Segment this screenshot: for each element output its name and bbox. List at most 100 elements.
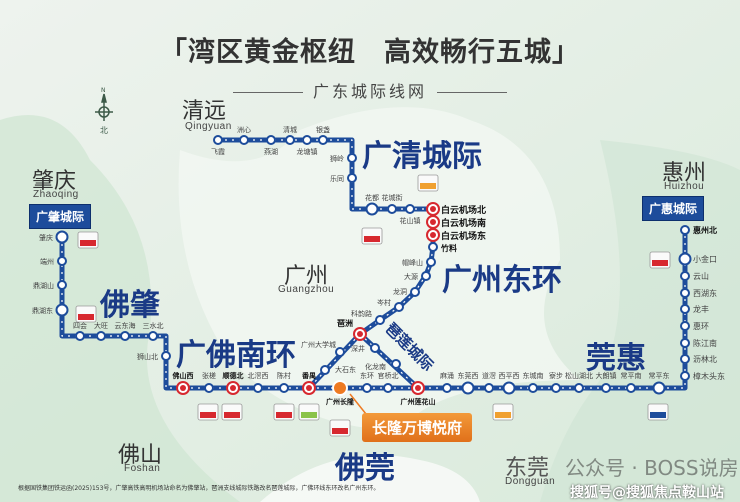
station-marker[interactable]	[680, 321, 690, 331]
station-marker[interactable]	[410, 287, 420, 297]
transfer-info-box	[329, 419, 351, 437]
station-marker[interactable]	[266, 135, 276, 145]
station-marker[interactable]	[626, 383, 636, 393]
city-qingyuan: 清远	[182, 99, 227, 124]
station-marker[interactable]	[96, 331, 106, 341]
station-marker[interactable]	[502, 381, 516, 395]
station-label: 深井	[351, 344, 365, 353]
transfer-info-box	[298, 403, 320, 421]
station-label: 西平西	[499, 372, 520, 380]
station-label: 寮步	[549, 371, 563, 380]
station-marker[interactable]	[365, 202, 379, 216]
station-marker[interactable]	[391, 359, 401, 369]
station-marker[interactable]	[405, 204, 415, 214]
station-label: 麻涌	[440, 371, 454, 380]
station-label: 东莞西	[458, 371, 479, 380]
station-marker[interactable]	[574, 383, 584, 393]
watermark-sohu: 搜狐号@搜狐焦点鞍山站	[570, 485, 724, 501]
station-marker[interactable]	[387, 204, 397, 214]
station-marker[interactable]	[680, 304, 690, 314]
station-label: 清城	[283, 125, 297, 134]
station-label: 鼎湖山	[33, 281, 54, 290]
station-marker[interactable]	[680, 271, 690, 281]
station-marker[interactable]	[680, 288, 690, 298]
station-marker[interactable]	[680, 225, 690, 235]
station-marker[interactable]	[484, 383, 494, 393]
station-label: 四会	[73, 321, 87, 330]
station-label: 狮山北	[137, 352, 158, 361]
station-label: 樟木头东	[693, 371, 725, 381]
interchange-dot	[357, 331, 363, 337]
region-center-light	[178, 107, 581, 430]
station-marker[interactable]	[528, 383, 538, 393]
line-box-guanghui: 广惠城际	[642, 196, 705, 221]
station-label: 花城街	[382, 193, 403, 202]
station-marker[interactable]	[239, 135, 249, 145]
station-marker[interactable]	[678, 252, 692, 266]
station-marker[interactable]	[461, 381, 475, 395]
station-label: 白云机场南	[441, 217, 486, 229]
station-marker[interactable]	[375, 315, 385, 325]
station-label: 官桥北	[378, 371, 399, 380]
station-label: 番禺	[301, 371, 316, 380]
station-marker[interactable]	[383, 383, 393, 393]
station-label: 道滘	[482, 371, 496, 380]
transfer-info-box	[75, 305, 97, 323]
highlight-station-marker[interactable]	[332, 380, 348, 396]
transfer-info-box	[647, 403, 669, 421]
line-name-fozhao: 佛肇	[100, 288, 160, 323]
interchange-dot	[430, 206, 436, 212]
transfer-info-box	[492, 403, 514, 421]
station-marker[interactable]	[120, 331, 130, 341]
line-name-gf-south: 广佛南环	[176, 338, 296, 373]
station-marker[interactable]	[285, 135, 295, 145]
city-foshan-pinyin: Foshan	[124, 463, 161, 474]
subtitle-text: 广东城际线网	[312, 82, 427, 101]
station-label: 端州	[40, 257, 54, 266]
station-marker[interactable]	[601, 383, 611, 393]
station-marker[interactable]	[320, 365, 330, 375]
station-label: 花都	[365, 193, 379, 202]
station-marker[interactable]	[318, 135, 328, 145]
station-label: 北滘西	[248, 371, 269, 380]
line-name-gz-east: 广州东环	[442, 263, 562, 298]
station-marker[interactable]	[347, 173, 357, 183]
station-label: 常平南	[621, 371, 642, 380]
station-marker[interactable]	[680, 338, 690, 348]
station-marker[interactable]	[253, 383, 263, 393]
station-marker[interactable]	[302, 135, 312, 145]
station-marker[interactable]	[75, 331, 85, 341]
station-marker[interactable]	[55, 303, 69, 317]
station-label: 岑村	[377, 298, 391, 307]
station-marker[interactable]	[161, 351, 171, 361]
city-guangzhou-pinyin: Guangzhou	[278, 284, 335, 295]
station-marker[interactable]	[204, 383, 214, 393]
station-marker[interactable]	[442, 383, 452, 393]
station-marker[interactable]	[279, 383, 289, 393]
station-marker[interactable]	[55, 230, 69, 244]
station-marker[interactable]	[57, 256, 67, 266]
station-marker[interactable]	[213, 135, 223, 145]
station-marker[interactable]	[421, 271, 431, 281]
station-marker[interactable]	[652, 381, 666, 395]
station-label: 常平东	[649, 371, 670, 380]
city-zhaoqing: 肇庆	[32, 169, 77, 194]
station-marker[interactable]	[148, 331, 158, 341]
station-marker[interactable]	[551, 383, 561, 393]
station-marker[interactable]	[362, 383, 372, 393]
project-callout: 长隆万博悦府	[362, 413, 473, 442]
station-marker[interactable]	[370, 343, 380, 353]
station-label: 沥林北	[693, 354, 717, 364]
station-marker[interactable]	[57, 280, 67, 290]
station-label: 大旺	[94, 321, 108, 330]
station-marker[interactable]	[335, 347, 345, 357]
interchange-dot	[306, 385, 312, 391]
station-marker[interactable]	[347, 153, 357, 163]
station-marker[interactable]	[426, 257, 436, 267]
station-marker[interactable]	[428, 242, 438, 252]
station-marker[interactable]	[680, 371, 690, 381]
page-title: 「湾区黄金枢纽 高效畅行五城」	[160, 37, 580, 68]
station-label: 云东海	[115, 321, 136, 330]
station-marker[interactable]	[680, 354, 690, 364]
station-marker[interactable]	[394, 302, 404, 312]
